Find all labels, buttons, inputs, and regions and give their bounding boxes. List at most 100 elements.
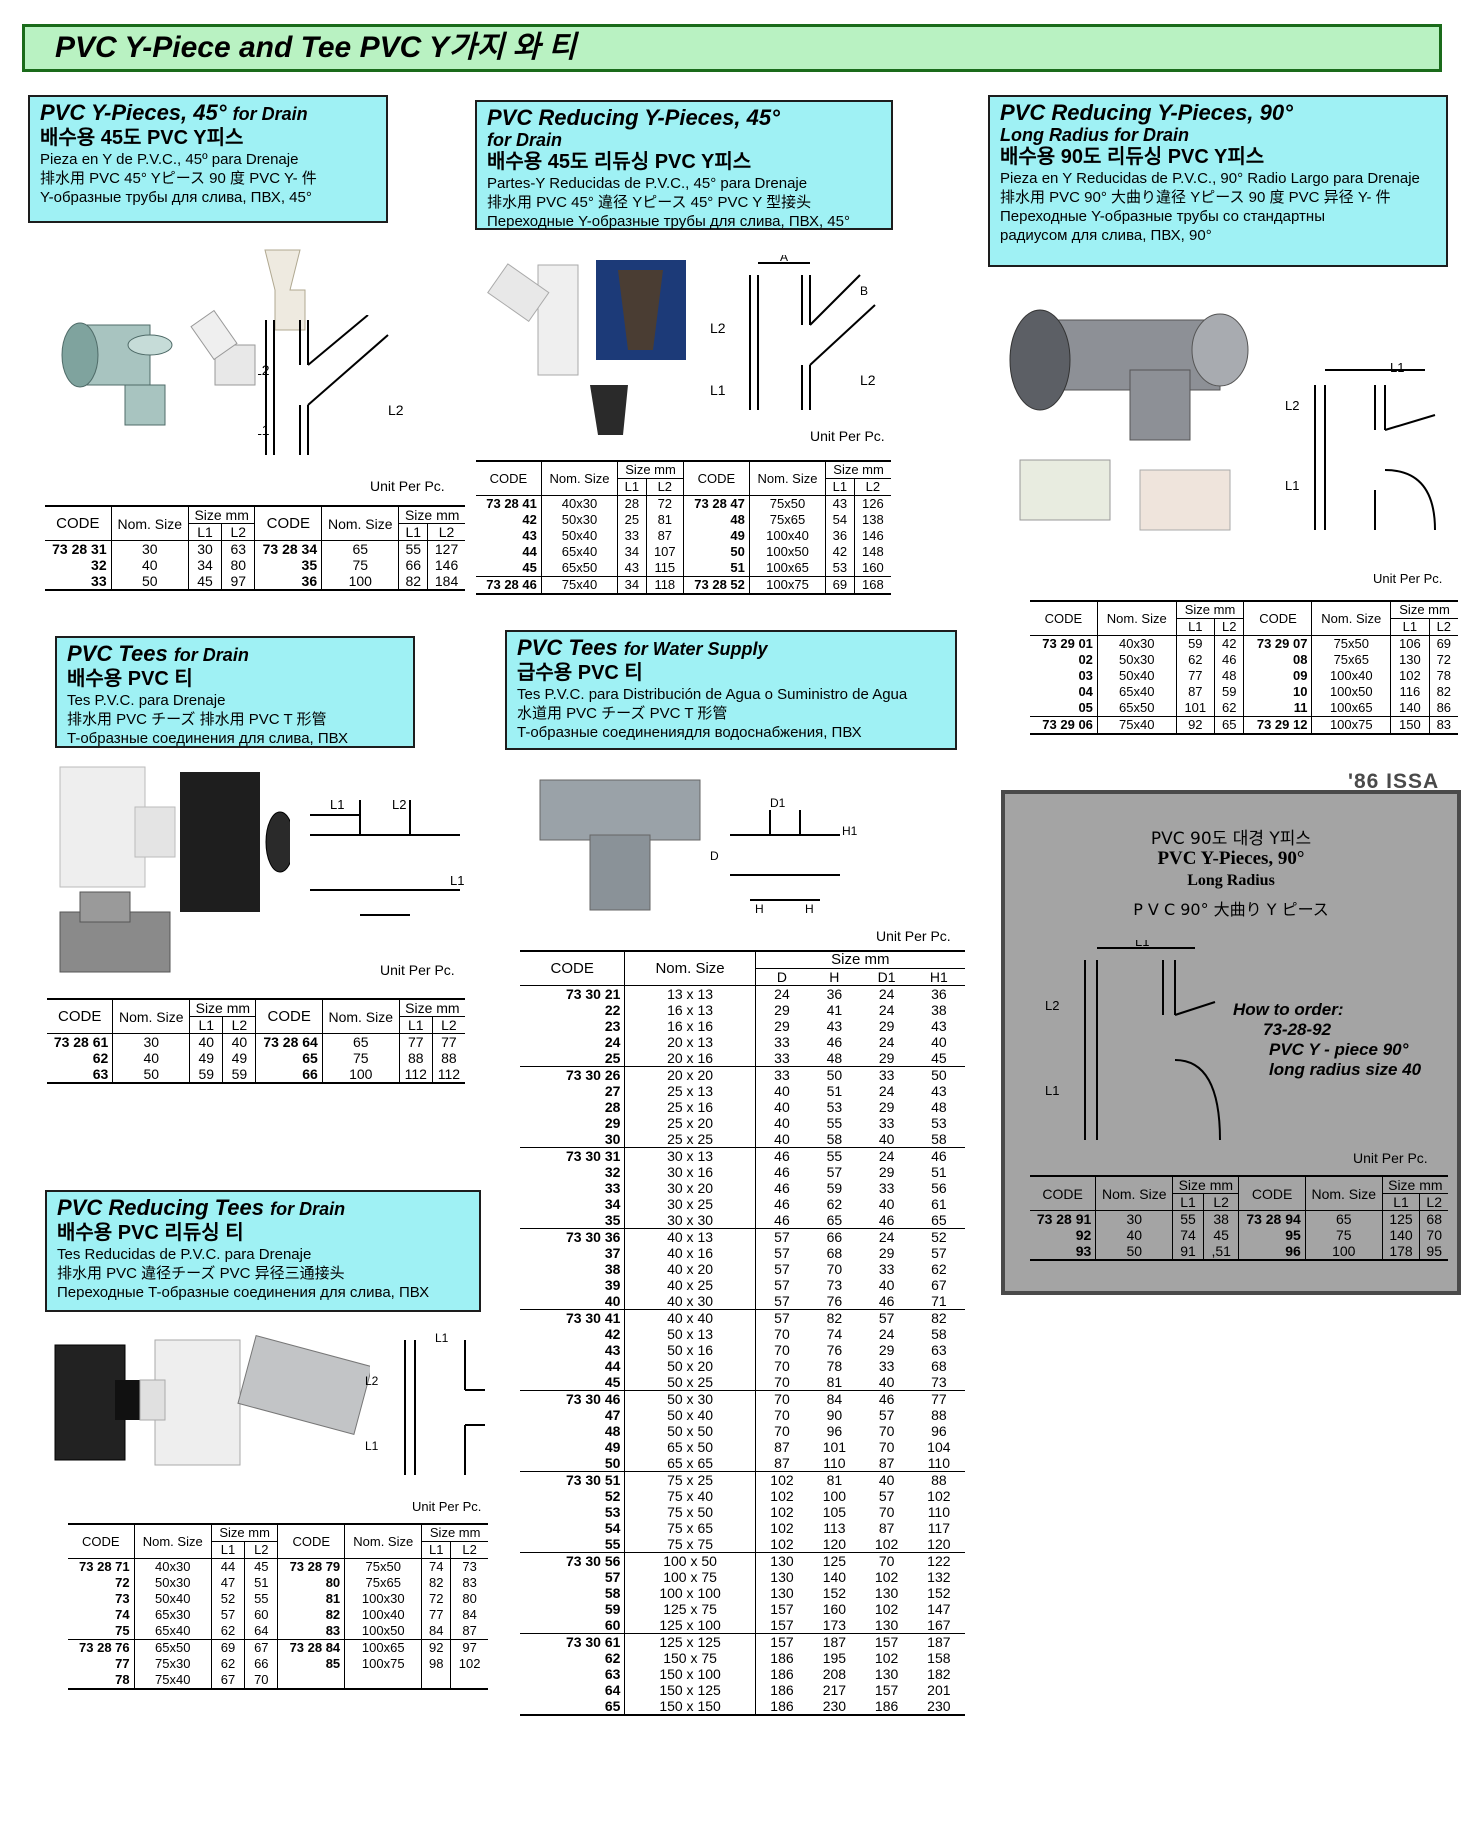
table-cell: 24 — [604, 1034, 621, 1050]
table-cell: 24 — [860, 1228, 913, 1245]
table-cell: 82 — [912, 1309, 965, 1326]
table-cell: 101 — [1175, 700, 1215, 717]
table-cell: 87 — [878, 1520, 895, 1536]
table-cell: 38 — [931, 1002, 947, 1018]
s5-th-size: Size mm — [754, 950, 965, 969]
table-cell: 70 — [878, 1439, 895, 1455]
table-cell: 65 — [520, 1698, 625, 1716]
table-cell: 87 — [754, 1439, 809, 1455]
table-cell: 43 — [931, 1083, 947, 1099]
svg-text:L1: L1 — [1390, 360, 1404, 375]
table-cell: 36 — [931, 986, 947, 1002]
table-cell: 57 — [754, 1309, 809, 1326]
table-cell: 132 — [927, 1569, 951, 1585]
table-cell: 178 — [1381, 1243, 1420, 1261]
table-cell: 100 — [1304, 1243, 1383, 1261]
table-cell: 33 — [617, 528, 647, 544]
table-cell: 120 — [822, 1536, 847, 1552]
table-cell: 29 — [878, 1245, 895, 1261]
table-cell: 187 — [808, 1633, 861, 1650]
table-cell: 50 — [1095, 1243, 1173, 1261]
table-cell: 75 x 75 — [624, 1536, 756, 1553]
svg-text:L2: L2 — [860, 372, 876, 388]
table-cell: 40 — [878, 1374, 895, 1390]
table-cell: 55 — [398, 540, 428, 557]
table-cell: 53 — [825, 560, 855, 577]
table-cell: 92 — [1175, 716, 1215, 735]
table-cell: 24 — [878, 1083, 895, 1099]
table-cell: 75x40 — [133, 1672, 212, 1690]
table-cell: 30 — [110, 540, 189, 557]
s5-th-nom: Nom. Size — [624, 950, 756, 986]
table-cell: 40 — [110, 557, 189, 573]
table-cell: 73 30 46 — [520, 1390, 625, 1407]
table-cell: 186 — [754, 1698, 809, 1716]
table-cell: 84 — [421, 1623, 451, 1640]
s4-table: CODE Nom. Size Size mm CODE Nom. Size Si… — [47, 998, 465, 1084]
table-cell: 65 — [826, 1212, 843, 1228]
table-cell: 150 x 75 — [624, 1650, 756, 1666]
table-cell: 43 — [931, 1018, 947, 1034]
s1-unit: Unit Per Pc. — [370, 478, 445, 494]
s7-th-l2b: L2 — [1419, 1193, 1448, 1211]
table-cell: 60 — [604, 1617, 621, 1633]
table-cell: 186 — [860, 1698, 913, 1716]
table-cell: 29 — [754, 1002, 809, 1018]
table-cell: 40 — [754, 1115, 809, 1131]
s2-th-nom: Nom. Size — [540, 460, 618, 496]
s3-unit: Unit Per Pc. — [1373, 571, 1443, 586]
table-cell: 100x40 — [344, 1607, 422, 1623]
table-cell: 65 — [255, 1050, 323, 1066]
s4-th-code: CODE — [47, 998, 113, 1034]
s6-spanish: Tes Reducidas de P.V.C. para Drenaje — [57, 1246, 312, 1263]
table-cell: 35 — [604, 1212, 621, 1228]
s7-th-nom2: Nom. Size — [1304, 1175, 1383, 1211]
table-cell: 230 — [912, 1698, 965, 1716]
s4-japanese: 排水用 PVC チーズ 排水用 PVC T 形管 — [67, 711, 327, 728]
table-cell: 52 — [210, 1591, 245, 1607]
s4-th-l2b: L2 — [431, 1016, 465, 1034]
table-cell: 48 — [604, 1423, 621, 1439]
table-cell: 112 — [431, 1066, 465, 1084]
table-cell: 125 x 75 — [624, 1601, 756, 1617]
table-cell: 58 — [931, 1326, 947, 1342]
table-cell: 46 — [754, 1147, 809, 1164]
table-cell: 201 — [927, 1682, 951, 1698]
table-cell: 50 — [912, 1066, 965, 1083]
svg-text:L1: L1 — [365, 1439, 379, 1453]
table-cell: 29 — [604, 1115, 621, 1131]
table-cell: 173 — [822, 1617, 847, 1633]
s2-th-l1b: L1 — [825, 478, 855, 496]
table-cell: 75 — [321, 557, 399, 573]
s4-unit: Unit Per Pc. — [380, 962, 455, 978]
table-cell: 73 28 31 — [52, 541, 107, 557]
table-cell: 65 x 50 — [624, 1439, 756, 1455]
table-cell: 50 x 13 — [624, 1326, 756, 1342]
table-cell: 157 — [860, 1633, 913, 1650]
s1-th-l1: L1 — [187, 523, 222, 541]
table-cell: 66 — [255, 1066, 323, 1084]
svg-text:B: B — [860, 284, 868, 298]
s3-th-nom: Nom. Size — [1096, 600, 1177, 636]
table-cell: 75 x 50 — [624, 1504, 756, 1520]
table-cell: 49 — [682, 528, 750, 544]
s6-th-size2: Size mm — [421, 1523, 488, 1542]
table-cell: 100x75 — [748, 576, 826, 595]
table-cell: 157 — [754, 1601, 809, 1617]
table-cell: 73 28 84 — [277, 1639, 345, 1656]
table-cell: 20 x 20 — [624, 1066, 756, 1083]
s6-unit: Unit Per Pc. — [412, 1499, 482, 1514]
table-cell: 22 — [604, 1002, 621, 1018]
s1-th-nom: Nom. Size — [110, 505, 189, 541]
